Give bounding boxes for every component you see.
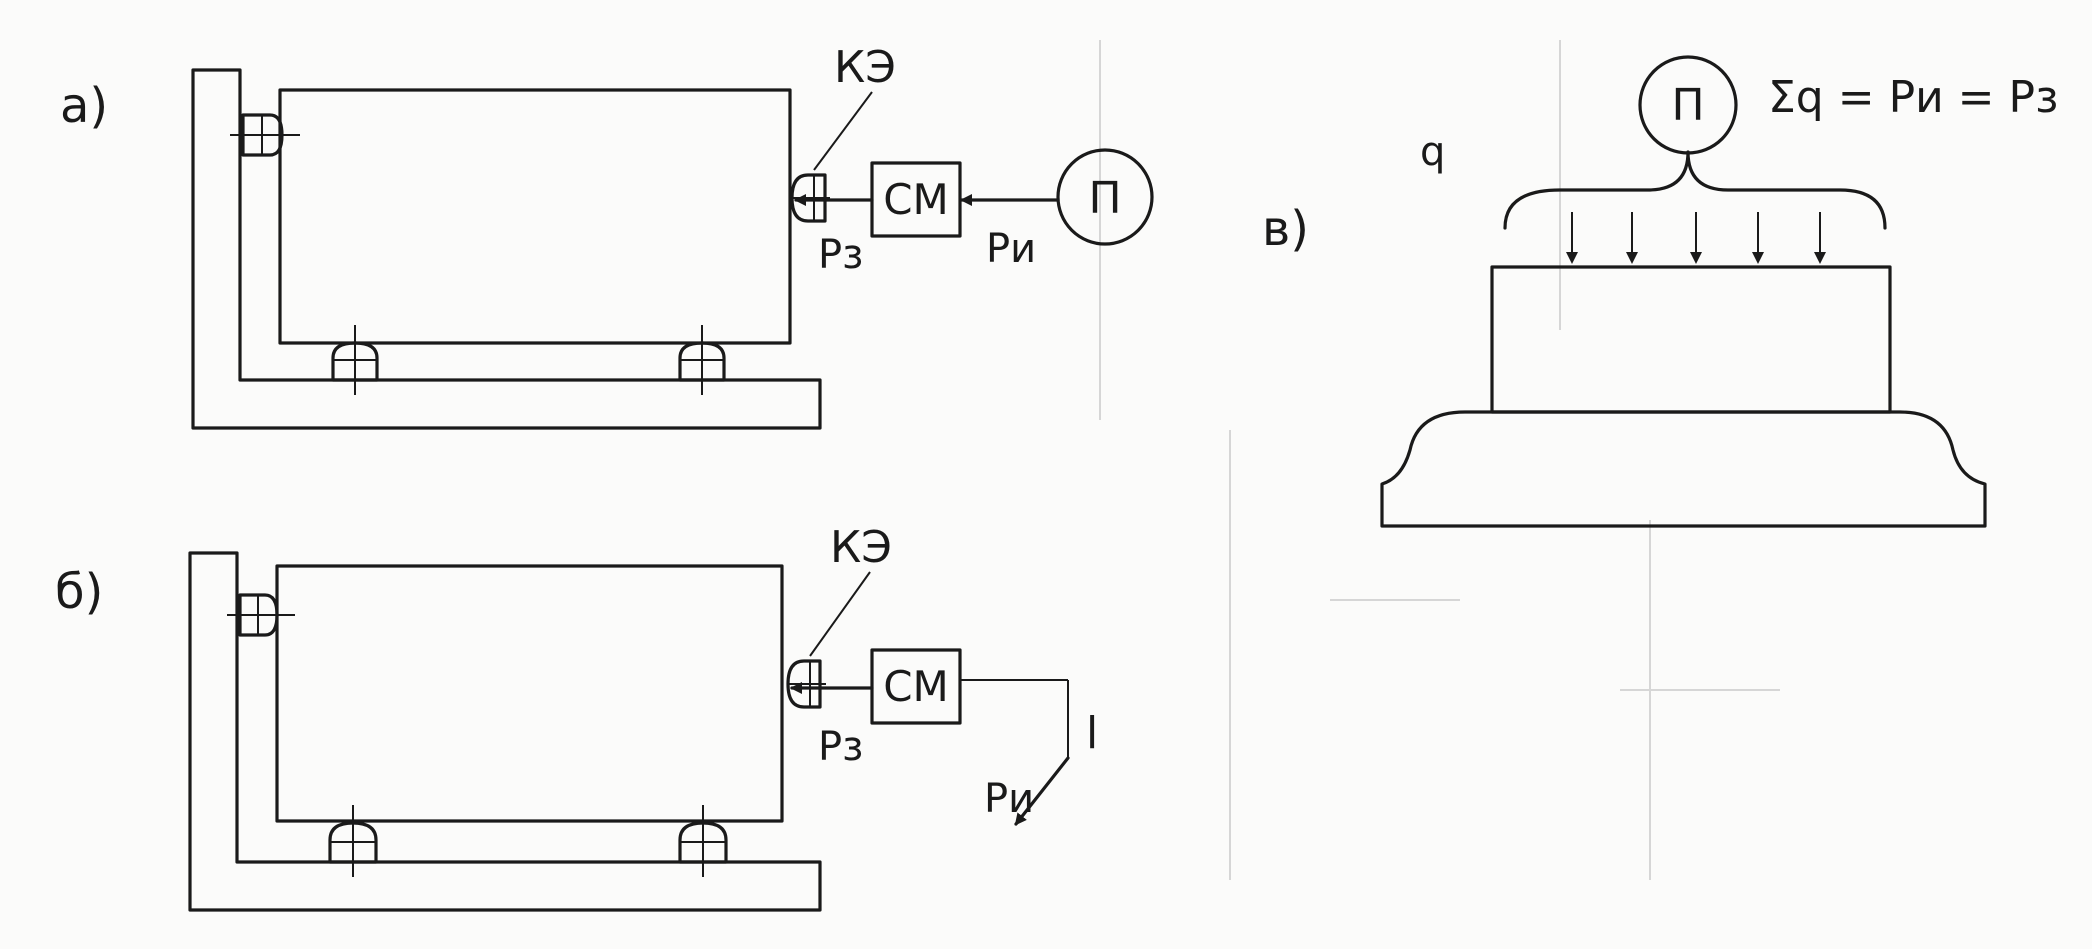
- panel-b-lever-label: l: [1086, 708, 1098, 759]
- panel-c-label: в): [1262, 201, 1309, 257]
- panel-b-workpiece: [275, 564, 784, 823]
- panel-b-element-label: КЭ: [830, 522, 892, 573]
- panel-b-sm-label: СМ: [883, 662, 949, 711]
- panel-b-side-support: [227, 593, 295, 637]
- panel-b-bottom-support-left: [328, 805, 378, 877]
- panel-a-contact-element: [790, 91, 873, 223]
- panel-a-side-support: [230, 113, 300, 157]
- panel-c: в) П Σq = Pи = Pз q: [1262, 55, 2058, 528]
- panel-b-force-pz-label: Pз: [818, 724, 863, 770]
- panel-a-bottom-support-left: [331, 325, 379, 395]
- panel-c-workpiece: [1490, 265, 1892, 414]
- panel-b-lever: [960, 679, 1070, 826]
- panel-a-force-pi-label: Pи: [986, 226, 1036, 272]
- panel-b: б) КЭ: [55, 522, 1098, 912]
- panel-a-drive-circle: [1056, 148, 1154, 246]
- panel-a-drive-label: П: [1088, 173, 1121, 224]
- panel-c-brace: [1503, 150, 1887, 230]
- panel-c-load-arrows: [1566, 212, 1826, 264]
- panel-c-base: [1380, 410, 1987, 528]
- panel-a-workpiece: [278, 88, 792, 345]
- panel-a-force-pz-label: Pз: [818, 232, 863, 278]
- background-bleed-marks: [1099, 40, 1780, 880]
- panel-b-force-pi-label: Pи: [984, 776, 1034, 822]
- panel-b-element-leader: [809, 571, 871, 657]
- panel-c-equation: Σq = Pи = Pз: [1768, 72, 2058, 123]
- panel-a-label: а): [60, 78, 108, 134]
- panel-a-element-leader: [813, 91, 873, 171]
- panel-b-bottom-support-right: [678, 805, 728, 877]
- panel-a-bottom-support-right: [678, 325, 726, 395]
- panel-c-drive-label: П: [1671, 80, 1704, 131]
- panel-b-label: б): [55, 564, 103, 620]
- panel-b-force-arrow-pi: [1014, 756, 1070, 826]
- panel-a-element-label: КЭ: [834, 42, 896, 93]
- panel-a: а) КЭ: [60, 42, 1154, 430]
- panel-a-fixture: [191, 68, 822, 430]
- panel-a-sm-label: СМ: [883, 175, 949, 224]
- panel-b-sm-box: [870, 648, 962, 725]
- panel-b-fixture: [188, 551, 822, 912]
- panel-c-load-label: q: [1420, 129, 1445, 175]
